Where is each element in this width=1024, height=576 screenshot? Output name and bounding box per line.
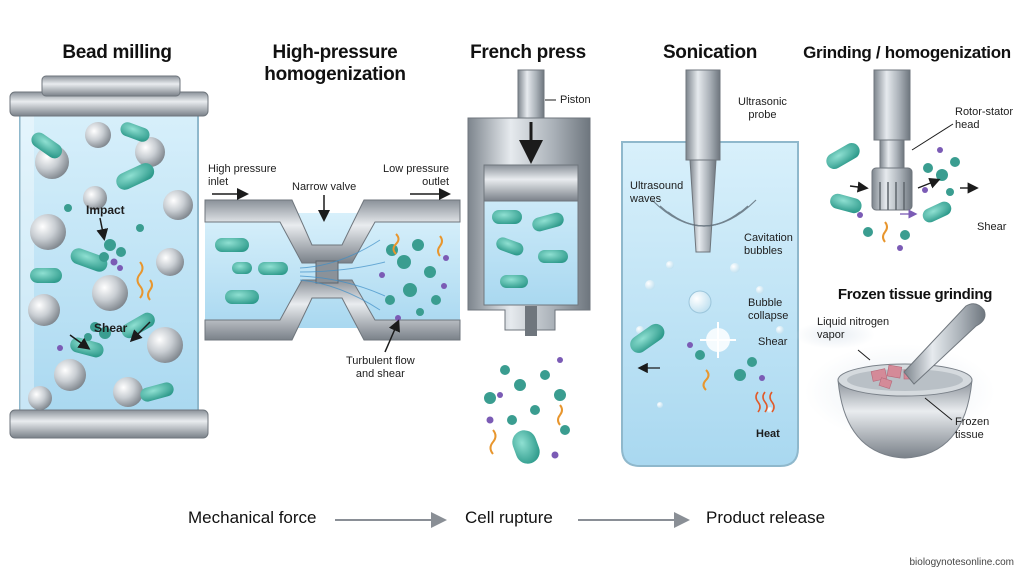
- beads: [28, 122, 193, 410]
- label-narrow-valve: Narrow valve: [292, 181, 357, 193]
- label-cavitation-bubbles: Cavitation bubbles: [744, 232, 793, 258]
- label-hp-inlet-line2: inlet: [208, 176, 229, 188]
- title-grinding: Grinding / homogenization: [803, 43, 1011, 62]
- title-bead-milling: Bead milling: [62, 42, 172, 63]
- label-heat: Heat: [756, 428, 780, 440]
- flow-step-mechanical-force: Mechanical force: [188, 508, 317, 527]
- label-lp-outlet: Low pressure outlet: [383, 163, 449, 189]
- heat-icon: [755, 391, 775, 413]
- label-shear-sonic: Shear: [758, 336, 788, 348]
- label-shear-grind: Shear: [977, 221, 1007, 233]
- title-frozen-tissue: Frozen tissue grinding: [837, 286, 993, 303]
- label-probe-line2: probe: [748, 109, 777, 121]
- title-high-pressure: High-pressure homogenization: [245, 42, 425, 86]
- label-waves-line1: Ultrasound: [630, 180, 684, 192]
- label-probe-line1: Ultrasonic: [738, 96, 787, 108]
- bead-mill-vessel: [9, 75, 209, 439]
- label-cav-line2: bubbles: [744, 245, 783, 257]
- label-hp-inlet: High pressure inlet: [208, 163, 276, 189]
- label-bubble-collapse: Bubble collapse: [748, 297, 788, 323]
- label-rotor-stator: Rotor-stator head: [955, 106, 1013, 132]
- label-collapse-line2: collapse: [748, 310, 789, 322]
- label-frozen-tissue: Frozen tissue: [955, 416, 989, 442]
- label-rotor-line1: Rotor-stator: [955, 106, 1014, 118]
- label-cav-line1: Cavitation: [744, 232, 793, 244]
- label-ultrasonic-probe: Ultrasonic probe: [738, 96, 787, 122]
- title-high-pressure-line2: homogenization: [264, 64, 406, 85]
- label-lp-outlet-line1: Low pressure: [383, 163, 450, 175]
- debris-bead: [64, 204, 144, 341]
- sonication-beaker: [621, 69, 799, 467]
- label-rotor-line2: head: [955, 119, 980, 131]
- label-piston: Piston: [560, 94, 591, 106]
- flow-step-cell-rupture: Cell rupture: [465, 508, 553, 527]
- french-press: [467, 69, 591, 464]
- label-turbulent-line2: and shear: [355, 368, 405, 380]
- label-ln2-line2: vapor: [817, 329, 845, 341]
- rotor-stator: [826, 69, 979, 251]
- label-ultrasound-waves: Ultrasound waves: [630, 180, 683, 206]
- flow-step-product-release: Product release: [706, 508, 826, 527]
- title-sonication: Sonication: [662, 42, 758, 63]
- label-liquid-nitrogen: Liquid nitrogen vapor: [817, 316, 889, 342]
- label-ln2-line1: Liquid nitrogen: [817, 316, 890, 328]
- label-waves-line2: waves: [630, 193, 662, 205]
- label-tissue-line1: Frozen: [955, 416, 990, 428]
- label-shear-bead: Shear: [94, 321, 128, 335]
- cells-homogenizer: [215, 238, 288, 304]
- credit-text: biologynotesonline.com: [909, 557, 1014, 568]
- label-tissue-line2: tissue: [955, 429, 984, 441]
- mortar-and-pestle: [795, 303, 995, 459]
- title-high-pressure-line1: High-pressure: [272, 42, 398, 63]
- label-lp-outlet-line2: outlet: [422, 176, 450, 188]
- label-turbulent-flow: Turbulent flow and shear: [346, 355, 415, 381]
- label-impact: Impact: [86, 203, 125, 217]
- cells-french-press: [492, 210, 568, 288]
- label-turbulent-line1: Turbulent flow: [346, 355, 415, 367]
- cavitation-bubbles: [636, 261, 784, 413]
- label-hp-inlet-line1: High pressure: [208, 163, 277, 175]
- label-collapse-line1: Bubble: [748, 297, 783, 309]
- title-french-press: French press: [470, 42, 586, 63]
- homogenizer-valve: [204, 188, 461, 353]
